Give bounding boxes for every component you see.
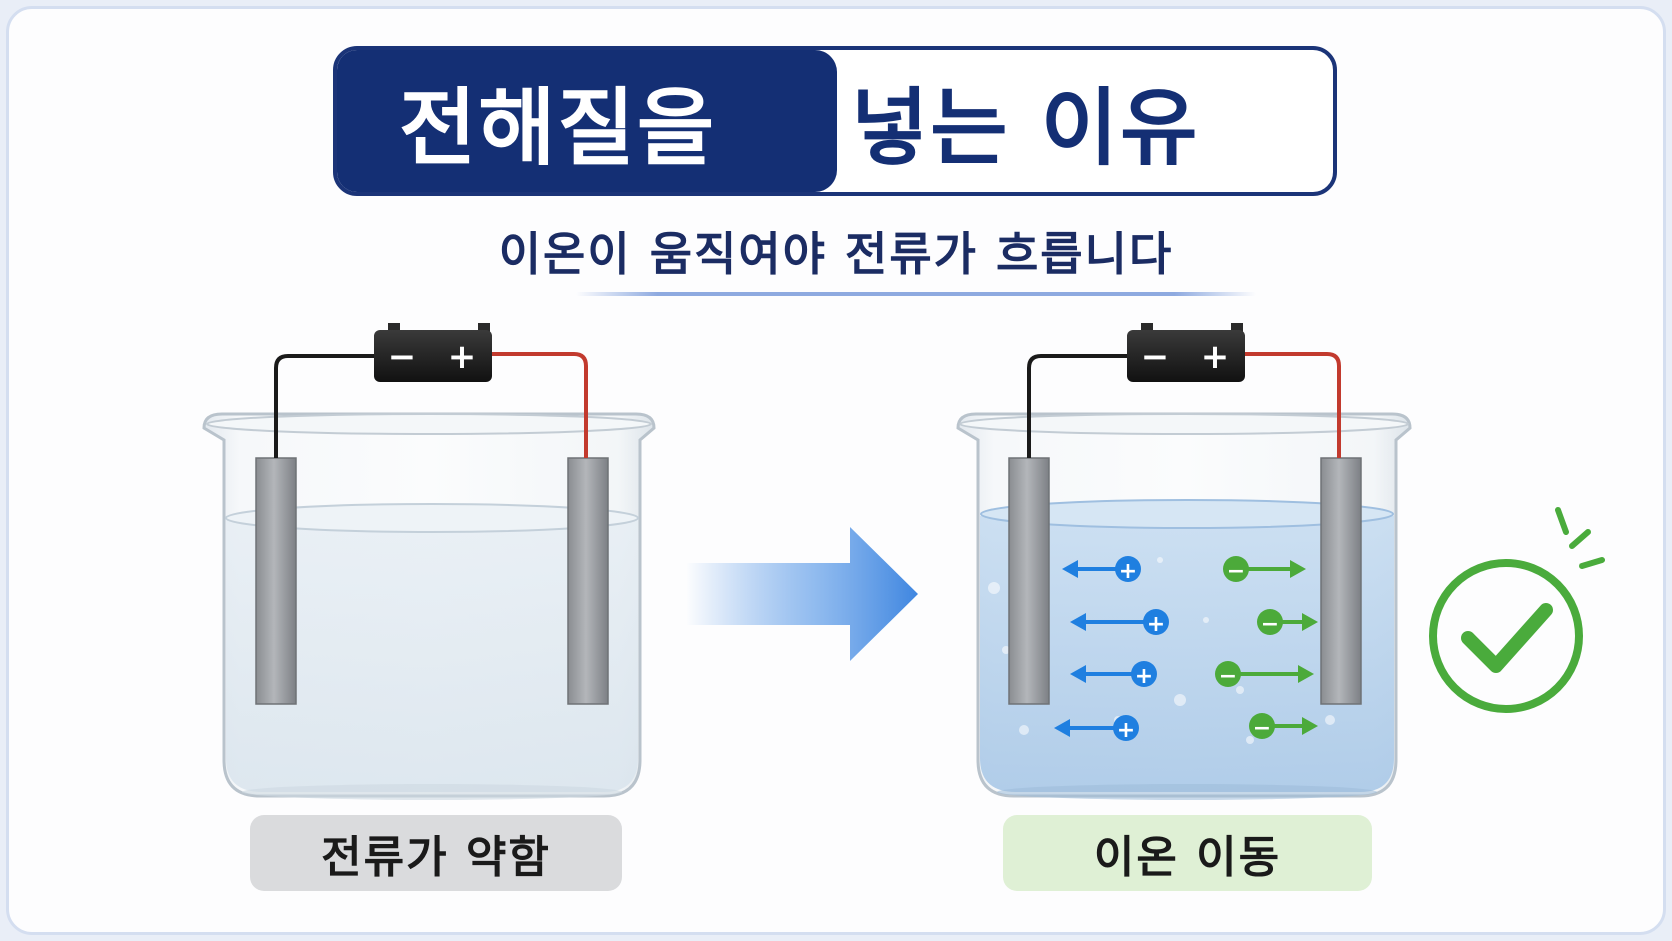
right-beaker-label: 이온 이동 — [1003, 815, 1372, 891]
right-arrow-icon — [686, 527, 918, 661]
cation-symbol: + — [1135, 664, 1153, 689]
right-wire-red — [1245, 352, 1341, 458]
left-wire-red — [492, 352, 588, 458]
right-electrode-positive — [1320, 457, 1362, 705]
left-battery-plus: + — [448, 337, 477, 377]
right-battery: − + — [1127, 323, 1245, 382]
left-beaker: − + — [202, 323, 656, 800]
left-battery-minus: − — [388, 337, 417, 377]
anion-symbol: − — [1261, 612, 1279, 637]
left-electrode-positive — [567, 457, 609, 705]
anion-ion: − — [1215, 661, 1314, 689]
left-beaker-rim — [206, 413, 652, 435]
title-banner: 전해질을 넣는 이유 — [333, 46, 1337, 196]
cation-ion: + — [1070, 609, 1169, 637]
title-rest: 넣는 이유 — [851, 78, 1200, 177]
right-wire-black — [1027, 354, 1131, 458]
anion-ion: − — [1257, 609, 1318, 637]
left-electrode-negative — [255, 457, 297, 705]
right-beaker: − + + + + + — [956, 323, 1412, 800]
cation-symbol: + — [1119, 559, 1137, 584]
anion-ion: − — [1249, 713, 1318, 741]
anion-symbol: − — [1253, 716, 1271, 741]
right-battery-minus: − — [1141, 337, 1170, 377]
title-highlight-bg — [337, 50, 837, 192]
left-beaker-water — [226, 513, 638, 792]
right-beaker-base — [997, 784, 1377, 800]
cation-ion: + — [1070, 661, 1157, 689]
cation-symbol: + — [1147, 612, 1165, 637]
subtitle-underline — [576, 292, 1256, 296]
right-beaker-water — [980, 509, 1394, 792]
cation-symbol: + — [1117, 718, 1135, 743]
title-highlight: 전해질을 — [399, 78, 717, 177]
right-battery-plus: + — [1201, 337, 1230, 377]
anion-symbol: − — [1227, 559, 1245, 584]
right-beaker-rim — [959, 413, 1409, 435]
left-beaker-base — [242, 784, 622, 800]
left-beaker-label: 전류가 약함 — [250, 815, 622, 891]
cation-ion: + — [1054, 715, 1139, 743]
check-circle-icon — [1429, 507, 1605, 713]
right-electrode-negative — [1008, 457, 1050, 705]
cation-ion: + — [1062, 556, 1141, 584]
anion-symbol: − — [1219, 664, 1237, 689]
left-battery: − + — [374, 323, 492, 382]
left-wire-black — [274, 354, 378, 458]
left-water-surface — [225, 503, 639, 533]
anion-ion: − — [1223, 556, 1306, 584]
subtitle: 이온이 움직여야 전류가 흐릅니다 — [498, 227, 1174, 281]
right-water-surface — [980, 499, 1394, 529]
